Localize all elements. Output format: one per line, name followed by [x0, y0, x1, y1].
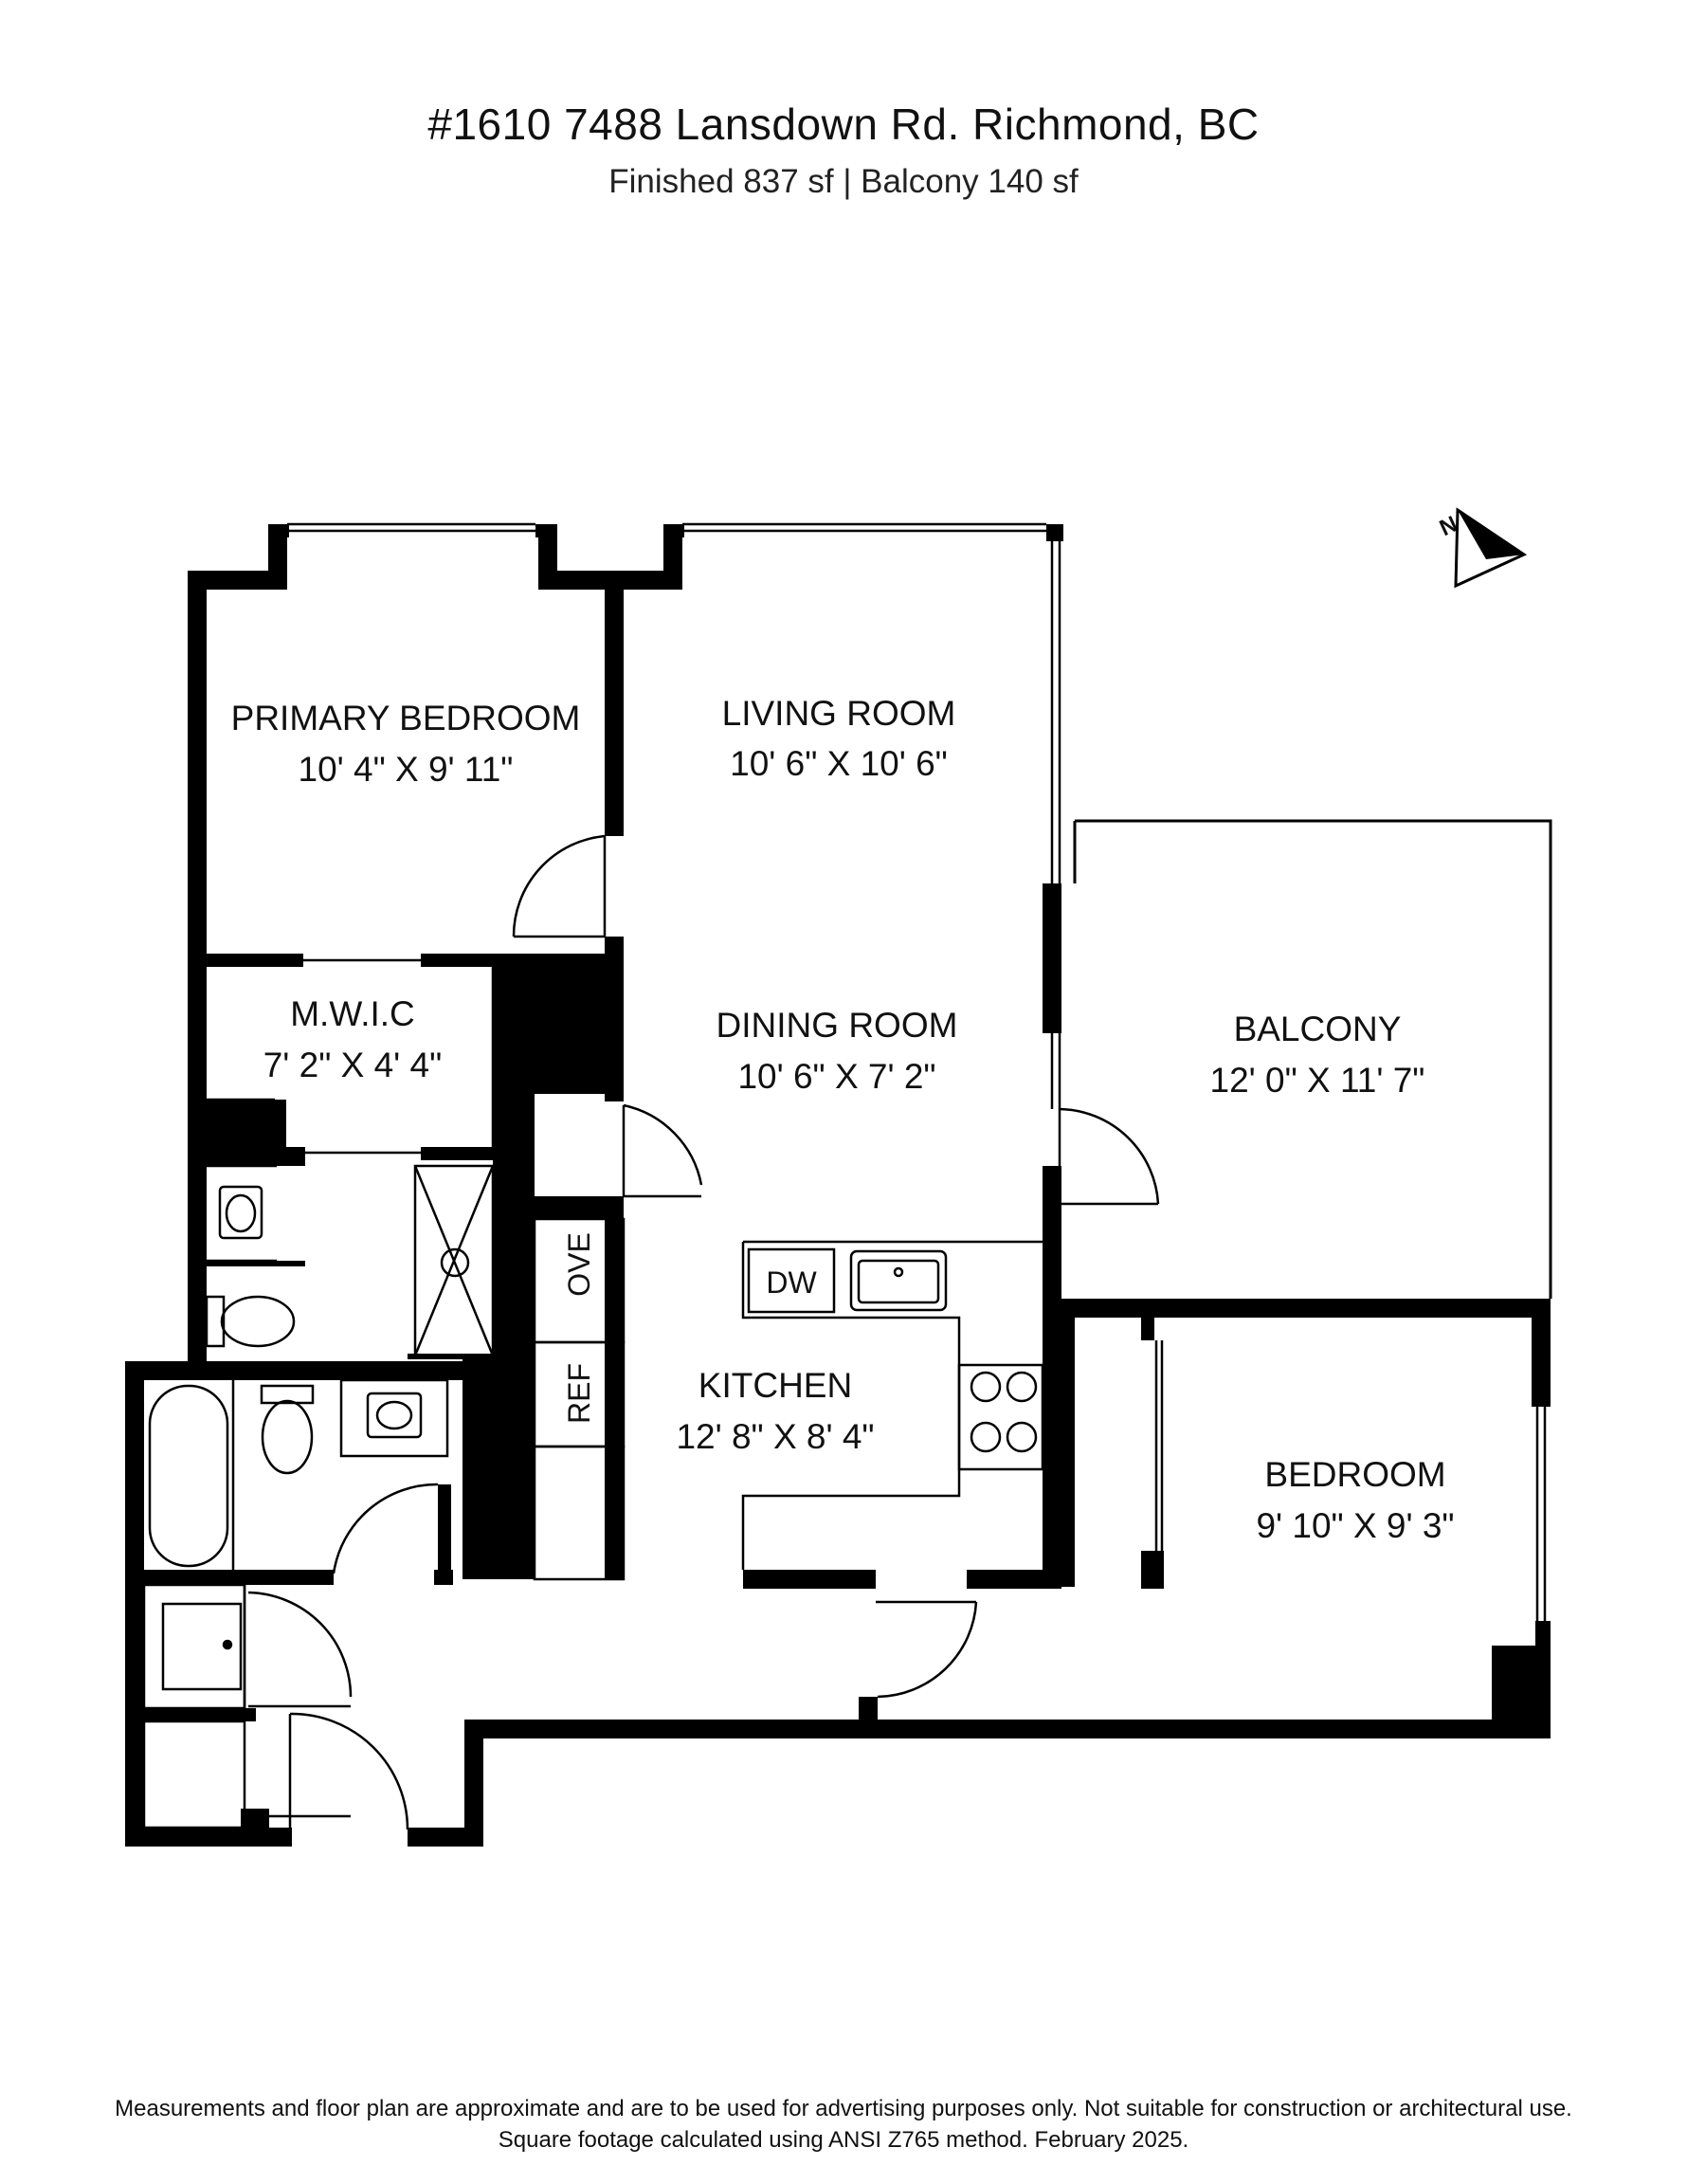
mwic-dims: 7' 2" X 4' 4"	[263, 1046, 443, 1084]
wall-segment	[464, 1720, 483, 1847]
disclaimer-line-1: Measurements and floor plan are approxim…	[115, 2096, 1572, 2121]
living-room-dims: 10' 6" X 10' 6"	[730, 744, 948, 783]
wall-segment	[125, 1361, 495, 1380]
bedroom-label: BEDROOM	[1264, 1455, 1445, 1494]
wall-segment	[188, 954, 303, 967]
door-swing	[247, 1591, 353, 1698]
wall-segment	[605, 571, 624, 836]
dining-room-dims: 10' 6" X 7' 2"	[737, 1057, 935, 1096]
wall-segment	[268, 524, 289, 537]
disclaimer: Measurements and floor plan are approxim…	[0, 2093, 1687, 2156]
wall-segment	[1061, 1318, 1075, 1587]
wall-segment	[1043, 1206, 1061, 1589]
wall-segment	[144, 1570, 334, 1585]
fixtures	[148, 1185, 1044, 1650]
kitchen-label: KITCHEN	[698, 1366, 852, 1405]
wall-segment	[188, 1100, 286, 1166]
shower-drain-icon	[440, 1247, 470, 1278]
dishwasher-label: DW	[766, 1265, 817, 1300]
toilet-icon	[205, 1295, 226, 1348]
primary-bedroom-label: PRIMARY BEDROOM	[231, 699, 581, 737]
oven-label: OVE	[562, 1232, 596, 1297]
door-swing	[1059, 1107, 1160, 1205]
plan-area-summary: Finished 837 sf | Balcony 140 sf	[608, 163, 1079, 200]
door-swing	[877, 1601, 978, 1699]
balcony-dims: 12' 0" X 11' 7"	[1210, 1061, 1425, 1100]
bathtub-icon	[148, 1384, 229, 1568]
wall-segment	[1141, 1318, 1154, 1340]
wall-segment	[1043, 1299, 1551, 1318]
balcony-label: BALCONY	[1234, 1010, 1402, 1048]
wall-segment	[605, 937, 624, 1101]
wall-segment	[438, 1484, 451, 1583]
laundry-dot	[222, 1639, 233, 1650]
primary-bedroom-dims: 10' 4" X 9' 11"	[299, 750, 514, 789]
wall-segment	[538, 571, 668, 590]
north-arrow-icon	[1454, 507, 1528, 589]
wall-segment	[464, 1720, 1551, 1738]
wall-segment	[663, 524, 684, 537]
bedroom-dims: 9' 10" X 9' 3"	[1256, 1506, 1454, 1545]
wall-segment	[268, 524, 287, 590]
stove-icon	[957, 1363, 1044, 1471]
doors	[247, 834, 1160, 1830]
wall-segment	[421, 954, 497, 967]
wall-segment	[125, 1361, 144, 1847]
balcony-outline	[1075, 819, 1552, 1299]
wall-column	[1492, 1646, 1551, 1738]
wall-segment	[967, 1570, 1061, 1589]
kitchen-sink-icon	[849, 1249, 948, 1312]
fridge-label: REF	[562, 1363, 596, 1424]
door-swing	[332, 1483, 439, 1574]
dining-room-label: DINING ROOM	[717, 1006, 958, 1045]
wall-segment	[1532, 1318, 1551, 1407]
compass: N	[1436, 507, 1528, 589]
thin-lines	[142, 522, 1552, 1829]
wall-segment	[188, 571, 287, 590]
wall-segment	[1043, 1166, 1061, 1206]
toilet-icon	[260, 1384, 315, 1405]
wall-segment	[463, 1354, 535, 1579]
appliance-labels: OVE REF DW	[562, 1232, 817, 1424]
wall-segment	[125, 1828, 292, 1847]
wall-segment	[859, 1697, 878, 1720]
wall-segment	[663, 524, 682, 590]
sink-icon	[366, 1392, 423, 1439]
wall-segment	[144, 1708, 256, 1721]
kitchen-dims: 12' 8" X 8' 4"	[676, 1417, 874, 1456]
door-swing	[289, 1712, 409, 1830]
wall-segment	[743, 1570, 876, 1589]
living-room-label: LIVING ROOM	[722, 694, 956, 733]
door-swing	[623, 1103, 703, 1186]
wall-segment	[1141, 1551, 1164, 1589]
walls	[125, 524, 1551, 1847]
wall-segment	[277, 1147, 305, 1166]
wall-segment	[605, 1196, 624, 1579]
wall-segment	[207, 1261, 305, 1266]
wall-segment	[1046, 524, 1063, 541]
sink-icon	[218, 1185, 263, 1240]
wall-segment	[1043, 883, 1061, 1033]
wall-segment	[241, 1809, 269, 1828]
mwic-label: M.W.I.C	[290, 994, 415, 1033]
room-labels: PRIMARY BEDROOM 10' 4" X 9' 11" LIVING R…	[231, 694, 1455, 1545]
wall-segment	[421, 1147, 497, 1160]
plan-title: #1610 7488 Lansdown Rd. Richmond, BC	[427, 100, 1260, 149]
door-swing	[512, 834, 606, 937]
disclaimer-line-2: Square footage calculated using ANSI Z76…	[498, 2127, 1189, 2153]
